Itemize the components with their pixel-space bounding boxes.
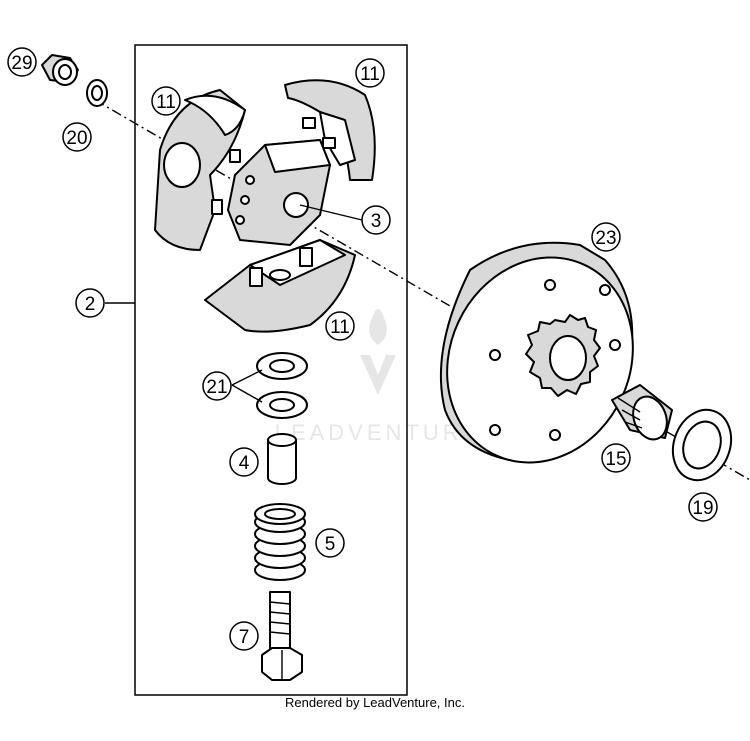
callout-21: 21	[202, 371, 232, 401]
svg-text:15: 15	[605, 449, 626, 470]
leadventure-watermark: LEADVENTURE	[275, 309, 482, 445]
svg-text:23: 23	[595, 228, 616, 249]
callout-2: 2	[75, 288, 105, 318]
callout-29: 29	[7, 47, 37, 77]
footer-credit: Rendered by LeadVenture, Inc.	[285, 695, 465, 710]
leader-21b	[231, 384, 263, 403]
washers-part-21	[256, 352, 308, 419]
washer-part-19	[671, 408, 733, 482]
leader-3	[299, 204, 363, 221]
svg-text:4: 4	[239, 453, 250, 474]
nut-part-29	[41, 54, 79, 86]
callout-11-right: 11	[355, 58, 385, 88]
washer-part-20	[86, 79, 108, 107]
svg-text:7: 7	[239, 627, 250, 648]
callout-11-bottom: 11	[325, 311, 355, 341]
callout-20: 20	[62, 122, 92, 152]
carrier-part-3	[227, 139, 331, 246]
callout-11-left: 11	[151, 86, 181, 116]
callout-19: 19	[688, 492, 718, 522]
svg-text:11: 11	[156, 92, 176, 113]
callout-4: 4	[229, 447, 259, 477]
svg-text:20: 20	[66, 128, 87, 149]
svg-text:5: 5	[325, 534, 336, 555]
svg-text:29: 29	[11, 53, 32, 74]
svg-text:3: 3	[371, 211, 382, 232]
clutch-shoe-left	[154, 89, 246, 251]
callout-5: 5	[315, 528, 345, 558]
svg-text:11: 11	[360, 64, 380, 85]
watermark-text: LEADVENTURE	[275, 420, 482, 445]
needle-bearing-part-15	[611, 384, 673, 441]
leader-21a	[231, 369, 263, 386]
bushing-part-4	[267, 433, 297, 485]
clutch-shoe-right	[284, 79, 376, 181]
bolt-part-7	[261, 591, 303, 681]
clutch-shoe-bottom	[204, 239, 356, 333]
clutch-drum-part-23	[439, 241, 634, 464]
callout-15: 15	[601, 443, 631, 473]
callout-7: 7	[229, 621, 259, 651]
svg-text:19: 19	[692, 498, 713, 519]
assembly-frame	[134, 44, 408, 696]
spring-part-5	[254, 503, 306, 581]
callout-3: 3	[361, 205, 391, 235]
svg-text:21: 21	[206, 377, 227, 398]
svg-text:2: 2	[85, 294, 96, 315]
callout-23: 23	[591, 222, 621, 252]
svg-text:11: 11	[330, 317, 350, 338]
